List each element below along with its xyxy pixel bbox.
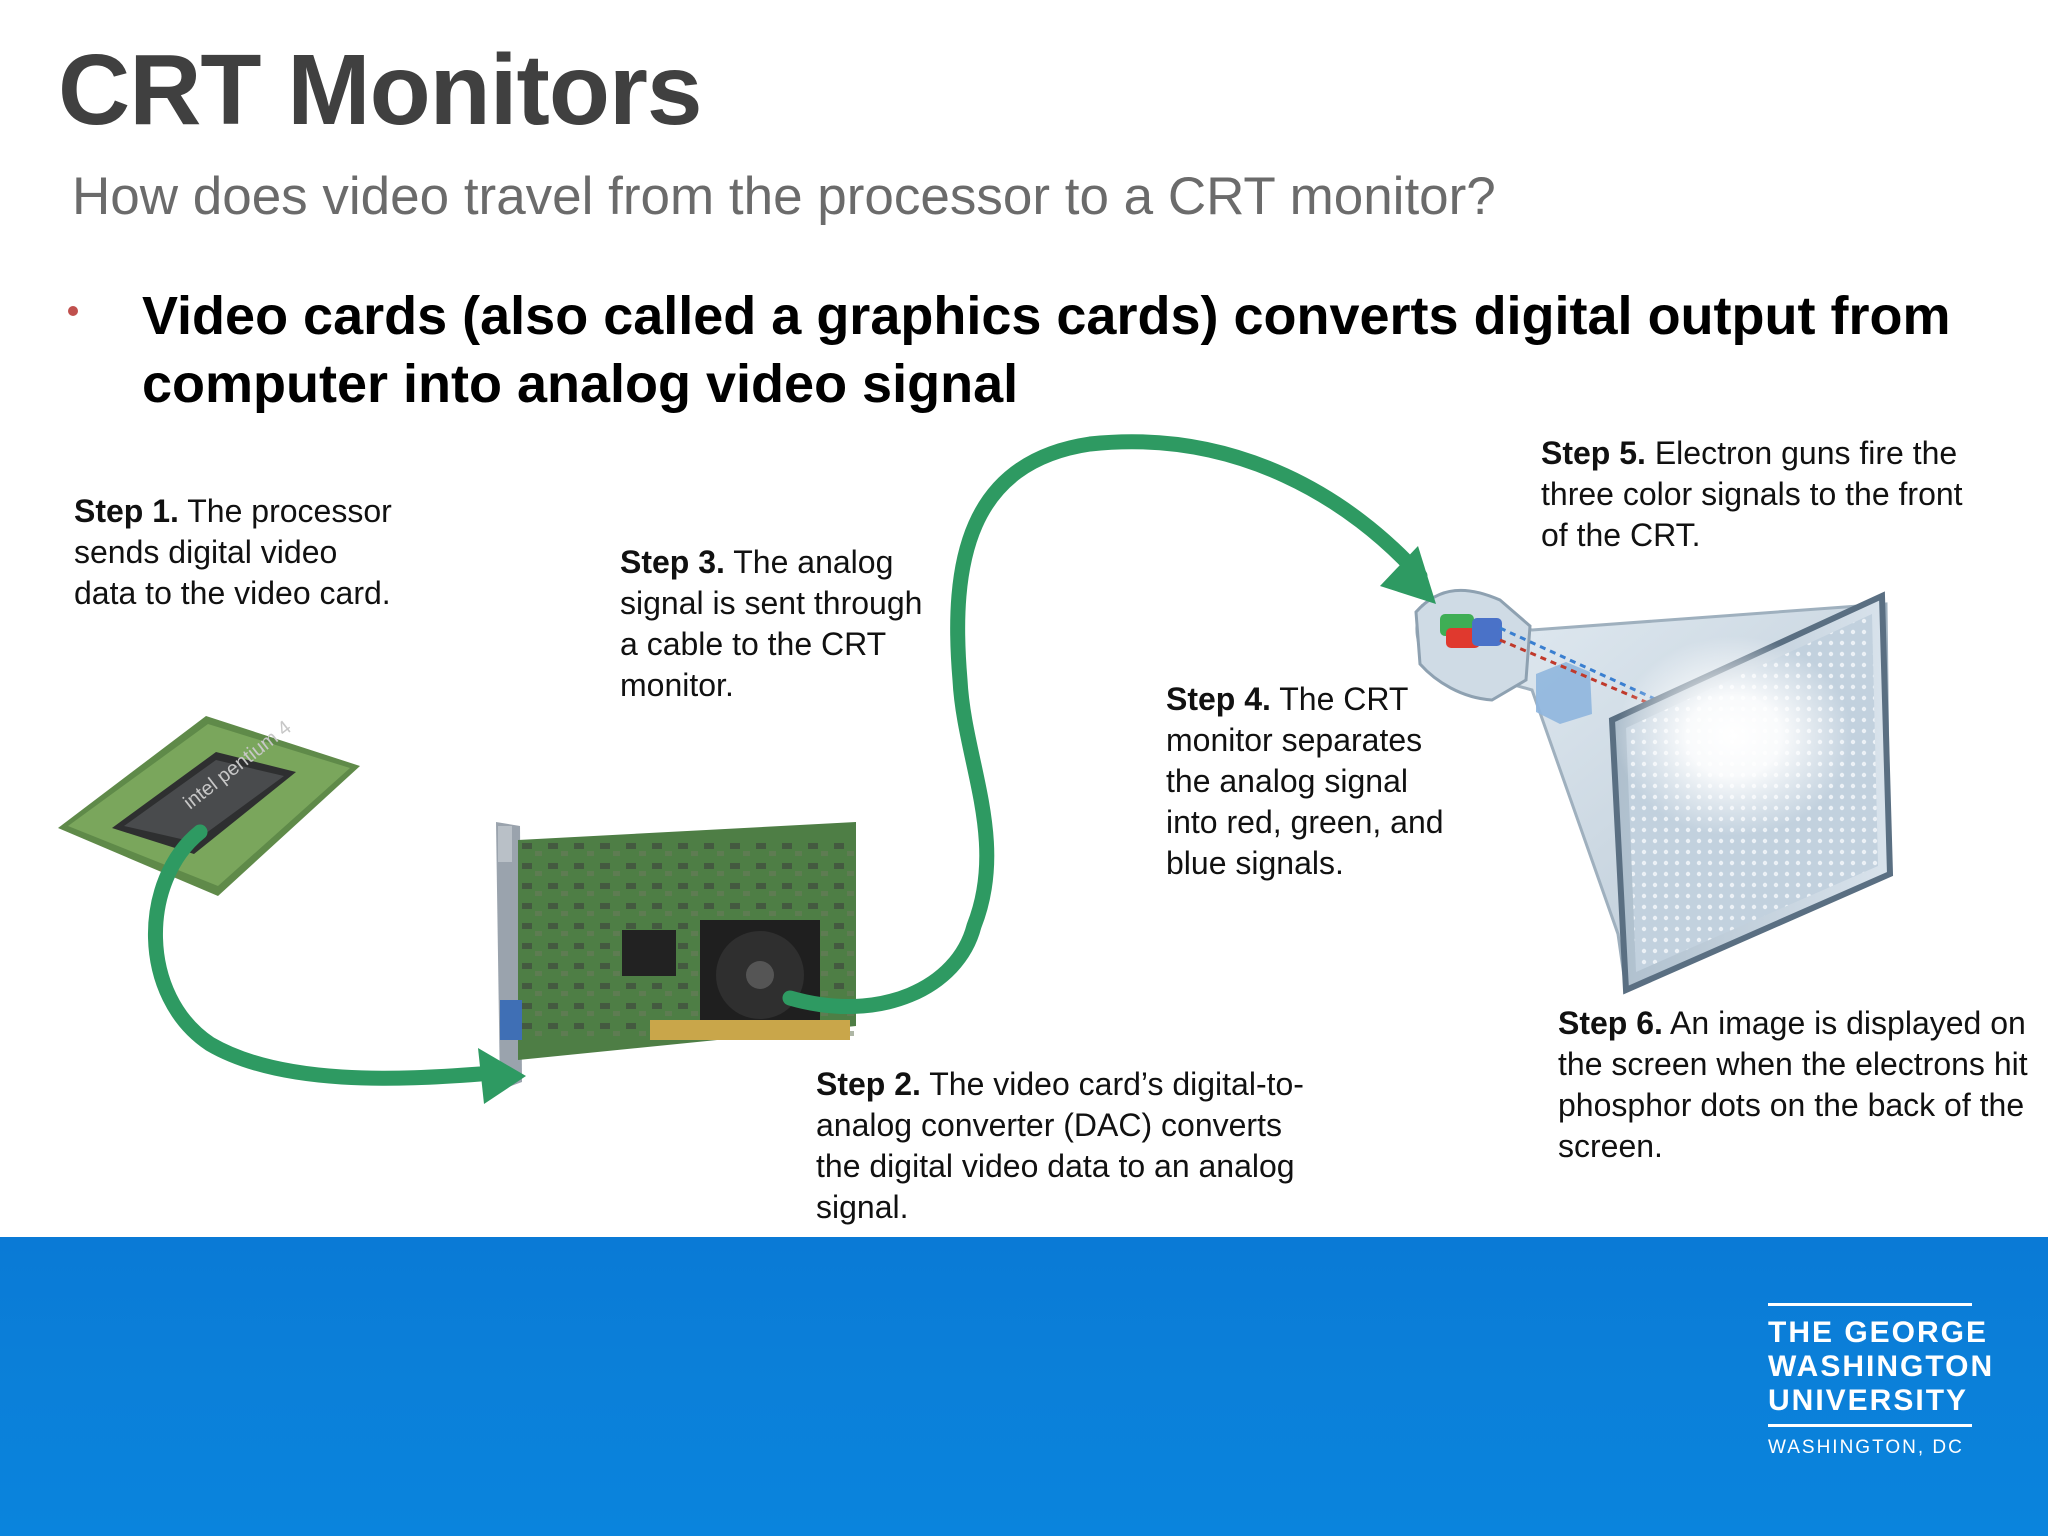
step-5-label: Step 5. bbox=[1541, 435, 1646, 471]
step-3-text: Step 3. The analog signal is sent throug… bbox=[620, 542, 930, 706]
step-2-text: Step 2. The video card’s digital-to-anal… bbox=[816, 1064, 1316, 1228]
arrowhead-to-card bbox=[478, 1048, 526, 1104]
step-5-text: Step 5. Electron guns fire the three col… bbox=[1541, 433, 1991, 556]
step-3-description: The analog signal is sent through a cabl… bbox=[620, 544, 923, 703]
slide-title: CRT Monitors bbox=[58, 34, 702, 146]
logo-line-3: UNIVERSITY bbox=[1768, 1384, 1969, 1417]
step-2-label: Step 2. bbox=[816, 1066, 921, 1102]
arrow-card-to-monitor bbox=[782, 434, 1428, 1014]
logo-line-1: THE GEORGE bbox=[1768, 1316, 1989, 1349]
step-6-label: Step 6. bbox=[1558, 1005, 1663, 1041]
bullet-text: Video cards (also called a graphics card… bbox=[142, 286, 1951, 414]
arrow-processor-to-card bbox=[147, 824, 488, 1086]
bullet-dot bbox=[68, 306, 78, 316]
step-1-description: The processor sends digital video data t… bbox=[74, 493, 392, 611]
step-4-description: The CRT monitor separates the analog sig… bbox=[1166, 681, 1444, 881]
crt-tube-icon bbox=[1414, 588, 1894, 995]
diagram-artwork: intel pentium 4 bbox=[58, 434, 1894, 1104]
step-6-text: Step 6. An image is displayed on the scr… bbox=[1558, 1003, 2028, 1167]
processor-chip-icon: intel pentium 4 bbox=[58, 716, 360, 896]
flow-arrows bbox=[147, 434, 1428, 1086]
step-2-description: The video card’s digital-to-analog conve… bbox=[816, 1066, 1304, 1225]
footer-band bbox=[0, 1237, 2048, 1536]
logo-location: WASHINGTON, DC bbox=[1768, 1437, 1964, 1458]
step-4-label: Step 4. bbox=[1166, 681, 1271, 717]
step-6-description: An image is displayed on the screen when… bbox=[1558, 1005, 2028, 1164]
logo-rule-bottom bbox=[1768, 1424, 1972, 1427]
university-logo: THE GEORGE WASHINGTON UNIVERSITY WASHING… bbox=[1768, 1303, 1995, 1459]
logo-rule-top bbox=[1768, 1303, 1972, 1306]
logo-line-2: WASHINGTON bbox=[1768, 1350, 1995, 1383]
video-card-icon bbox=[496, 822, 856, 1090]
slide-subtitle: How does video travel from the processor… bbox=[72, 167, 1496, 226]
arrowhead-to-monitor bbox=[1380, 546, 1436, 604]
step-5-description: Electron guns fire the three color signa… bbox=[1541, 435, 1963, 553]
step-3-label: Step 3. bbox=[620, 544, 725, 580]
step-4-text: Step 4. The CRT monitor separates the an… bbox=[1166, 679, 1466, 884]
step-1-label: Step 1. bbox=[74, 493, 179, 529]
step-1-text: Step 1. The processor sends digital vide… bbox=[74, 491, 404, 614]
